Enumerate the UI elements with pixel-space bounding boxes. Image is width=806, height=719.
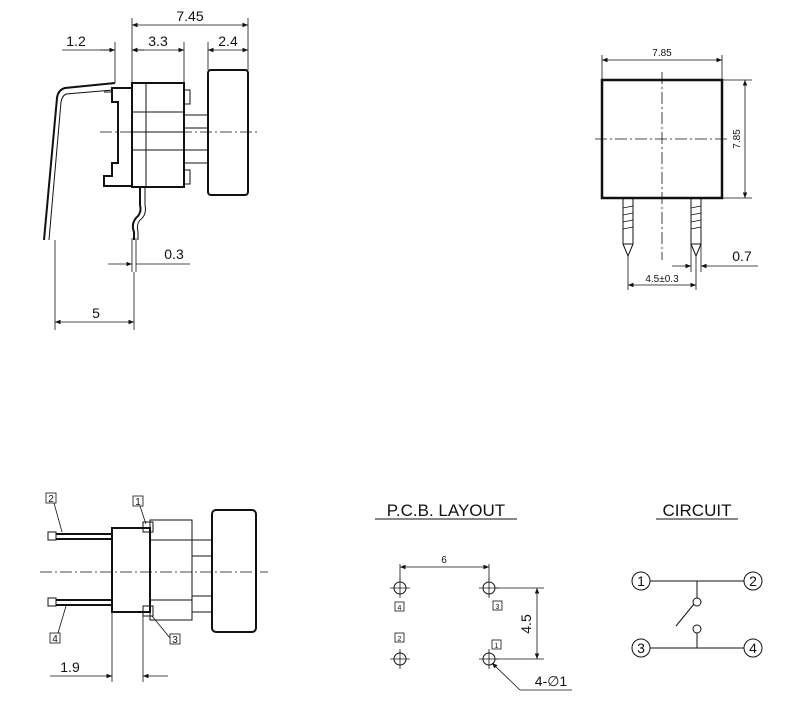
svg-text:2: 2 bbox=[48, 494, 54, 505]
pcb-hole-2: 2 bbox=[390, 632, 410, 669]
side-stem bbox=[183, 114, 209, 164]
bottom-side-cap bbox=[211, 509, 257, 633]
front-pin-right bbox=[690, 197, 702, 258]
side-view: 7.45 1.2 3.3 2.4 0.3 5 bbox=[43, 8, 260, 330]
pcb-layout-title: P.C.B. LAYOUT bbox=[387, 501, 505, 520]
circuit-terminal-3: 3 bbox=[631, 638, 651, 658]
circuit-title: CIRCUIT bbox=[663, 501, 732, 520]
side-bottom-lead bbox=[131, 187, 142, 240]
svg-text:3: 3 bbox=[496, 604, 500, 611]
circuit-terminal-2: 2 bbox=[743, 571, 763, 591]
pcb-layout: P.C.B. LAYOUT 4 3 2 bbox=[375, 501, 572, 691]
dim-5: 5 bbox=[92, 305, 100, 321]
dim-2-4: 2.4 bbox=[218, 33, 238, 49]
dim-6: 6 bbox=[441, 555, 447, 566]
pin-label-4: 4 bbox=[49, 605, 67, 645]
dim-0-3: 0.3 bbox=[164, 246, 184, 262]
circuit-terminal-1: 1 bbox=[631, 571, 651, 591]
front-pin-left bbox=[622, 197, 634, 258]
bottom-side-body bbox=[111, 527, 151, 613]
svg-text:2: 2 bbox=[749, 573, 757, 589]
bottom-side-view: 2 1 4 3 1.9 bbox=[40, 492, 268, 682]
svg-text:3: 3 bbox=[172, 635, 178, 646]
svg-text:4: 4 bbox=[749, 640, 757, 656]
svg-text:3: 3 bbox=[637, 640, 645, 656]
dim-4-phi-1: 4-∅1 bbox=[535, 673, 568, 689]
dim-7-45: 7.45 bbox=[176, 8, 203, 24]
svg-text:1: 1 bbox=[135, 497, 141, 508]
front-view: 7.85 7.85 4.5±0.3 0.7 bbox=[595, 48, 758, 290]
dim-1-9: 1.9 bbox=[60, 659, 80, 675]
svg-text:4: 4 bbox=[398, 605, 402, 612]
svg-text:1: 1 bbox=[637, 573, 645, 589]
dim-1-2: 1.2 bbox=[66, 33, 86, 49]
dim-3-3: 3.3 bbox=[148, 33, 168, 49]
pin-label-3: 3 bbox=[151, 615, 181, 646]
side-lead-wire bbox=[43, 82, 116, 241]
dim-4-5: 4.5 bbox=[518, 614, 534, 634]
svg-text:4: 4 bbox=[52, 634, 58, 645]
dim-0-7: 0.7 bbox=[732, 248, 752, 264]
side-cap bbox=[207, 69, 249, 196]
side-body bbox=[131, 82, 185, 188]
pin-label-1: 1 bbox=[132, 495, 147, 525]
pin-label-2: 2 bbox=[45, 492, 63, 533]
dim-7-85-h: 7.85 bbox=[652, 48, 672, 59]
circuit-terminal-4: 4 bbox=[743, 638, 763, 658]
pcb-hole-4: 4 bbox=[390, 578, 410, 612]
circuit-switch-blade bbox=[675, 603, 695, 627]
pcb-hole-1: 1 bbox=[479, 639, 502, 669]
svg-text:1: 1 bbox=[495, 643, 499, 650]
pcb-hole-3: 3 bbox=[479, 578, 503, 611]
dim-7-85-v: 7.85 bbox=[732, 129, 743, 149]
svg-text:2: 2 bbox=[398, 636, 402, 643]
circuit: CIRCUIT 1 2 3 4 bbox=[631, 501, 763, 658]
dim-4-5-pm: 4.5±0.3 bbox=[645, 274, 679, 285]
